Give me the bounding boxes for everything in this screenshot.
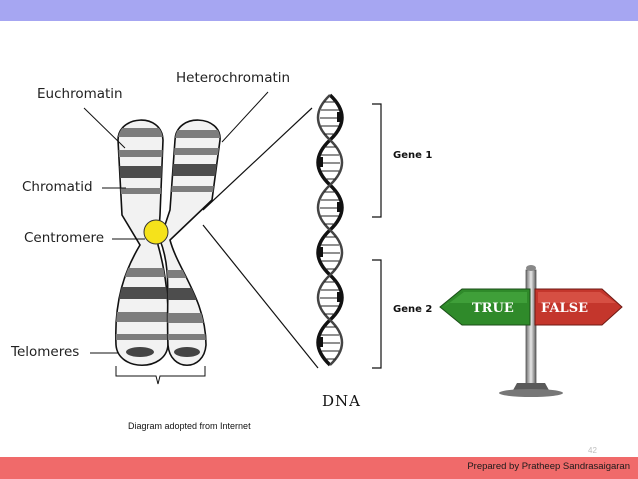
heterochromatin-label: Heterochromatin (176, 70, 291, 86)
dna-helix (316, 93, 344, 367)
false-label: FALSE (541, 301, 588, 316)
telomeres-label: Telomeres (11, 344, 80, 360)
diagram-caption: Diagram adopted from Internet (128, 421, 251, 431)
bottom-bar (0, 457, 638, 479)
gene1-label: Gene 1 (393, 150, 433, 161)
false-arrow (534, 288, 623, 326)
true-arrow (439, 288, 531, 326)
euchromatin-label: Euchromatin (37, 86, 123, 102)
dna-label: DNA (322, 392, 361, 410)
right-chromatid (159, 119, 221, 367)
centromere-dot (143, 219, 169, 245)
left-chromatid (114, 119, 170, 366)
footer-credit: Prepared by Pratheep Sandrasaigaran (467, 461, 630, 472)
page-number: 42 (588, 446, 597, 455)
gene1-bracket (372, 103, 382, 218)
true-label: TRUE (472, 301, 514, 316)
centromere-label: Centromere (24, 230, 105, 246)
label-pointer-lines (83, 91, 269, 354)
gene2-label: Gene 2 (393, 304, 433, 315)
zoom-lines (202, 107, 319, 369)
gene2-bracket (372, 259, 382, 369)
top-bar (0, 0, 638, 21)
chromatid-label: Chromatid (22, 179, 93, 195)
true-false-sign: TRUE FALSE (439, 265, 623, 397)
chromosome-brace (115, 366, 206, 385)
